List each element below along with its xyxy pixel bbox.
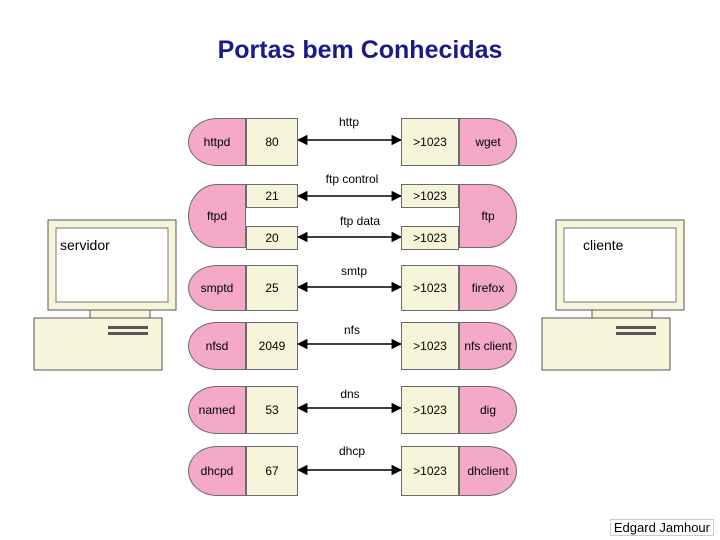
client-process: wget xyxy=(459,118,517,166)
client-process: ftp xyxy=(459,184,517,248)
server-label: servidor xyxy=(60,237,110,253)
client-label: cliente xyxy=(583,237,624,253)
protocol-label: dhcp xyxy=(338,444,366,458)
server-port: 25 xyxy=(246,265,298,311)
server-port: 67 xyxy=(246,446,298,496)
server-process: smptd xyxy=(188,265,246,311)
client-process: dig xyxy=(459,386,517,434)
author-footer: Edgard Jamhour xyxy=(609,519,714,536)
client-port: >1023 xyxy=(401,226,459,250)
server-process: named xyxy=(188,386,246,434)
server-process: dhcpd xyxy=(188,446,246,496)
client-port: >1023 xyxy=(401,322,459,370)
client-port: >1023 xyxy=(401,184,459,208)
server-port: 53 xyxy=(246,386,298,434)
client-port: >1023 xyxy=(401,386,459,434)
protocol-label: ftp control xyxy=(325,172,379,186)
protocol-label: dns xyxy=(340,387,360,401)
page-title: Portas bem Conhecidas xyxy=(217,36,503,64)
server-process: ftpd xyxy=(188,184,246,248)
server-process: nfsd xyxy=(188,322,246,370)
client-computer-icon xyxy=(541,219,685,371)
server-computer-icon xyxy=(33,219,177,371)
protocol-label: ftp data xyxy=(339,214,381,228)
client-port: >1023 xyxy=(401,118,459,166)
client-port: >1023 xyxy=(401,446,459,496)
server-port: 21 xyxy=(246,184,298,208)
protocol-label: smtp xyxy=(340,264,368,278)
server-port: 20 xyxy=(246,226,298,250)
client-process: dhclient xyxy=(459,446,517,496)
protocol-label: nfs xyxy=(343,323,361,337)
server-port: 2049 xyxy=(246,322,298,370)
client-process: firefox xyxy=(459,265,517,311)
server-process: httpd xyxy=(188,118,246,166)
protocol-label: http xyxy=(338,115,360,129)
client-port: >1023 xyxy=(401,265,459,311)
server-port: 80 xyxy=(246,118,298,166)
client-process: nfs client xyxy=(459,322,517,370)
